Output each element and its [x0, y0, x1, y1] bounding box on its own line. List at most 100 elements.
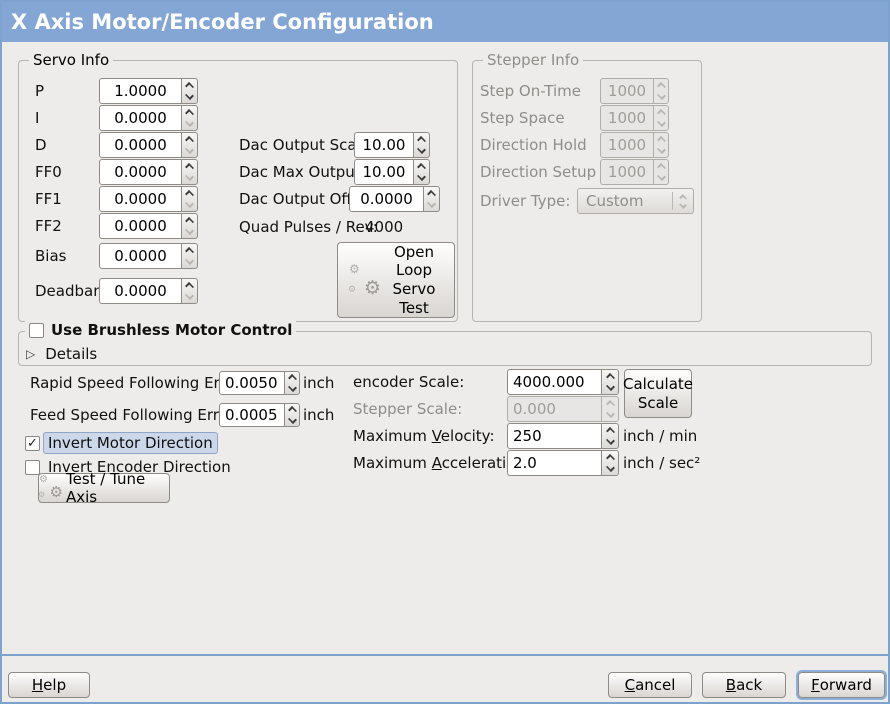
spin-up-icon[interactable] — [417, 136, 426, 145]
spin-buttons[interactable] — [601, 450, 619, 476]
servo-param-row-i: I 0.0000 — [35, 105, 198, 131]
servo-param-label: Deadband — [35, 282, 113, 300]
spin-buttons[interactable] — [601, 423, 619, 449]
dac-output-offset-label: Dac Output Offset: — [239, 190, 380, 208]
dac-output-scale-input[interactable]: 10.00 — [354, 132, 414, 158]
spin-up-icon[interactable] — [287, 374, 297, 384]
bias-input[interactable]: 0.0000 — [99, 243, 182, 269]
servo-param-row-ff2: FF2 0.0000 — [35, 213, 198, 239]
spin-down-icon[interactable] — [185, 118, 194, 127]
spin-down-icon[interactable] — [185, 291, 194, 300]
direction-setup-input: 1000 — [600, 159, 654, 185]
spin-down-icon[interactable] — [605, 382, 615, 391]
invert-motor-label[interactable]: Invert Motor Direction — [43, 432, 218, 454]
spin-up-icon[interactable] — [185, 282, 194, 291]
spin-down-icon[interactable] — [185, 145, 194, 154]
deadband-input[interactable]: 0.0000 — [99, 278, 182, 304]
invert-encoder-label[interactable]: Invert Encoder Direction — [48, 458, 231, 476]
d-input[interactable]: 0.0000 — [99, 132, 182, 158]
spin-buttons[interactable] — [181, 186, 198, 212]
open-loop-servo-test-button[interactable]: ⚙ ⚙ ⚙ Open Loop Servo Test — [337, 242, 455, 318]
expander-triangle-icon: ▷ — [26, 347, 36, 361]
spin-up-icon[interactable] — [185, 82, 194, 91]
spin-buttons[interactable] — [601, 369, 619, 395]
maximum-velocity-input[interactable]: 250 — [507, 423, 602, 449]
invert-motor-checkbox[interactable]: ✓ — [25, 435, 40, 451]
spin-up-icon[interactable] — [605, 373, 615, 382]
spin-up-icon[interactable] — [417, 163, 426, 172]
servo-info-frame-title: Servo Info — [29, 51, 114, 70]
step-on-time-label: Step On-Time — [480, 82, 581, 100]
driver-type-row: Driver Type: Custom — [480, 188, 694, 214]
spin-buttons[interactable] — [423, 186, 440, 212]
spin-down-icon[interactable] — [605, 436, 615, 445]
ff1-input[interactable]: 0.0000 — [99, 186, 182, 212]
spin-buttons[interactable] — [181, 213, 198, 239]
spin-up-icon — [656, 136, 666, 145]
quad-pulses-row: Quad Pulses / Rev: 4000 — [239, 214, 403, 240]
spin-up-icon[interactable] — [185, 247, 194, 256]
rapid-following-error-input[interactable]: 0.0050 — [219, 371, 285, 395]
spin-buttons[interactable] — [284, 371, 300, 395]
spin-up-icon[interactable] — [605, 427, 615, 436]
spin-down-icon[interactable] — [427, 199, 436, 208]
spin-down-icon[interactable] — [185, 199, 194, 208]
direction-setup-label: Direction Setup — [480, 163, 597, 181]
spin-down-icon[interactable] — [417, 172, 426, 181]
spin-up-icon — [656, 109, 666, 118]
servo-param-row-bias: Bias 0.0000 — [35, 243, 198, 269]
details-expander[interactable]: ▷ Details — [26, 345, 97, 363]
spin-up-icon[interactable] — [185, 190, 194, 199]
test-tune-axis-button[interactable]: ⚙ ⚙ ⚙ Test / Tune Axis — [38, 470, 170, 506]
spin-down-icon[interactable] — [287, 414, 297, 424]
p-input[interactable]: 1.0000 — [99, 78, 182, 104]
spin-up-icon[interactable] — [287, 406, 297, 416]
spin-down-icon[interactable] — [185, 226, 194, 235]
chevron-down-icon — [679, 200, 687, 209]
spin-down-icon[interactable] — [185, 256, 194, 265]
feed-following-error-input[interactable]: 0.0005 — [219, 403, 285, 427]
dac-max-output-input[interactable]: 10.00 — [354, 159, 414, 185]
spin-up-icon[interactable] — [605, 454, 615, 463]
spin-buttons[interactable] — [181, 132, 198, 158]
spin-up-icon — [656, 163, 666, 172]
rapid-following-error-unit: inch — [303, 374, 335, 392]
invert-encoder-checkbox[interactable] — [25, 459, 40, 475]
spin-buttons — [653, 78, 669, 104]
use-brushless-checkbox[interactable] — [29, 323, 44, 338]
spin-buttons[interactable] — [284, 403, 300, 427]
spin-down-icon[interactable] — [185, 91, 194, 100]
invert-encoder-direction-row: Invert Encoder Direction — [25, 458, 231, 476]
encoder-scale-input[interactable]: 4000.000 — [507, 369, 602, 395]
maximum-acceleration-label: Maximum Acceleration: — [353, 454, 530, 472]
feed-following-error-label: Feed Speed Following Error: — [30, 406, 239, 424]
spin-buttons[interactable] — [181, 243, 198, 269]
spin-up-icon[interactable] — [185, 163, 194, 172]
spin-buttons[interactable] — [181, 78, 198, 104]
direction-hold-label: Direction Hold — [480, 136, 587, 154]
maximum-acceleration-input[interactable]: 2.0 — [507, 450, 602, 476]
spin-buttons[interactable] — [413, 159, 430, 185]
spin-up-icon[interactable] — [427, 190, 436, 199]
spin-buttons[interactable] — [413, 132, 430, 158]
spin-up-icon[interactable] — [185, 136, 194, 145]
spin-down-icon[interactable] — [605, 463, 615, 472]
spin-up-icon[interactable] — [185, 217, 194, 226]
spin-down-icon[interactable] — [287, 382, 297, 392]
servo-param-label: FF2 — [35, 217, 62, 235]
spin-up-icon[interactable] — [185, 109, 194, 118]
spin-buttons[interactable] — [181, 159, 198, 185]
calculate-scale-button[interactable]: Calculate Scale — [623, 369, 693, 418]
spin-buttons[interactable] — [181, 278, 198, 304]
ff2-input[interactable]: 0.0000 — [99, 213, 182, 239]
spin-buttons[interactable] — [181, 105, 198, 131]
spin-down-icon[interactable] — [185, 172, 194, 181]
ff0-input[interactable]: 0.0000 — [99, 159, 182, 185]
spin-down-icon[interactable] — [417, 145, 426, 154]
dac-output-offset-input[interactable]: 0.0000 — [349, 186, 424, 212]
i-input[interactable]: 0.0000 — [99, 105, 182, 131]
